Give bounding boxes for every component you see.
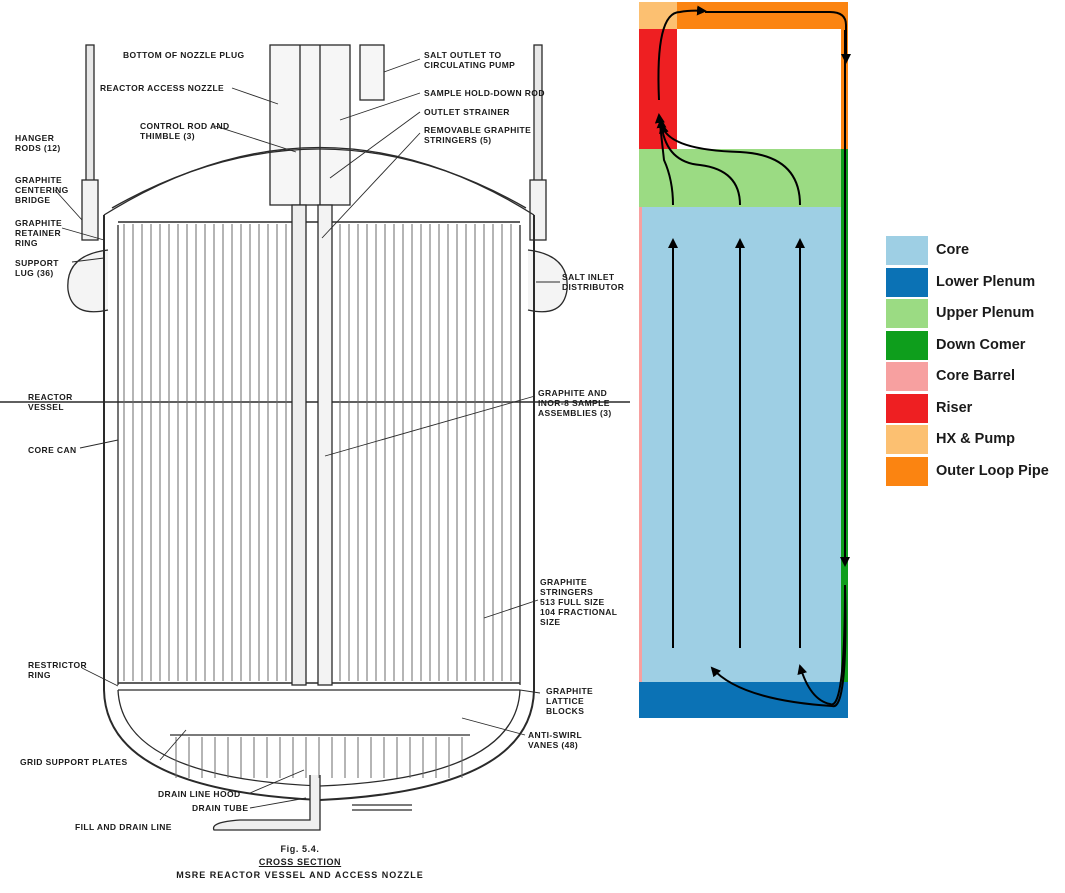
model-schematic bbox=[630, 0, 870, 730]
legend-item: Core Barrel bbox=[886, 362, 1064, 394]
legend-label: Riser bbox=[936, 399, 973, 416]
legend-label: Core bbox=[936, 242, 970, 258]
legend-item: Lower Plenum bbox=[886, 267, 1064, 300]
legend-swatch bbox=[886, 362, 928, 391]
lower-plenum-flow-arrow-2 bbox=[797, 584, 846, 706]
label-bottom-of-nozzle-plug: BOTTOM OF NOZZLE PLUG bbox=[123, 50, 245, 60]
label-anti-swirl-vanes: ANTI-SWIRL VANES (48) bbox=[528, 730, 583, 750]
lower-plenum-flow-arrow-1 bbox=[710, 584, 847, 708]
region-core-barrel bbox=[639, 207, 642, 682]
label-drain-tube: DRAIN TUBE bbox=[192, 803, 249, 813]
legend-swatch bbox=[886, 456, 928, 486]
label-fill-and-drain-line: FILL AND DRAIN LINE bbox=[75, 822, 172, 832]
flow-arrows bbox=[654, 5, 851, 708]
legend-swatch bbox=[886, 330, 928, 360]
flow-region-map bbox=[639, 2, 851, 718]
label-restrictor-ring: RESTRICTOR RING bbox=[28, 660, 88, 680]
legend-label: Lower Plenum bbox=[936, 273, 1036, 290]
legend-label: Upper Plenum bbox=[936, 305, 1035, 321]
label-grid-support-plates: GRID SUPPORT PLATES bbox=[20, 757, 128, 767]
reactor-cross-section-drawing: BOTTOM OF NOZZLE PLUG SALT OUTLET TO CIR… bbox=[0, 44, 630, 880]
label-support-lug: SUPPORT LUG (36) bbox=[15, 258, 59, 278]
legend-label: Down Comer bbox=[936, 336, 1026, 353]
legend-item: Core bbox=[886, 236, 1064, 268]
legend-item: HX & Pump bbox=[886, 425, 1064, 457]
label-graphite-stringers: GRAPHITE STRINGERS 513 FULL SIZE 104 FRA… bbox=[540, 577, 618, 627]
graphite-stringers bbox=[123, 224, 512, 681]
label-removable-stringers: REMOVABLE GRAPHITE STRINGERS (5) bbox=[424, 125, 532, 145]
label-salt-outlet: SALT OUTLET TO CIRCULATING PUMP bbox=[424, 50, 516, 70]
label-hanger-rods: HANGER RODS (12) bbox=[15, 133, 61, 153]
caption-cross-section: CROSS SECTION bbox=[258, 857, 342, 867]
label-lattice-blocks: GRAPHITE LATTICE BLOCKS bbox=[546, 686, 594, 716]
legend-label: HX & Pump bbox=[936, 431, 1015, 447]
caption-fig-number: Fig. 5.4. bbox=[280, 844, 320, 854]
legend-item: Upper Plenum bbox=[886, 299, 1064, 331]
label-centering-bridge: GRAPHITE CENTERING BRIDGE bbox=[15, 175, 69, 205]
label-sample-assemblies: GRAPHITE AND INOR-8 SAMPLE ASSEMBLIES (3… bbox=[538, 388, 612, 418]
legend-swatch bbox=[886, 236, 928, 265]
anti-swirl-vanes bbox=[175, 737, 463, 778]
legend-swatch bbox=[886, 425, 928, 454]
riser-flow-arrow bbox=[657, 5, 707, 101]
label-retainer-ring: GRAPHITE RETAINER RING bbox=[15, 218, 63, 248]
legend-swatch bbox=[886, 267, 928, 297]
legend-swatch bbox=[886, 393, 928, 423]
label-control-rod: CONTROL ROD AND THIMBLE (3) bbox=[140, 121, 230, 141]
label-core-can: CORE CAN bbox=[28, 445, 77, 455]
legend-item: Riser bbox=[886, 393, 1064, 426]
plenum-flow-arrow-2 bbox=[656, 118, 741, 206]
plenum-flow-arrow-1 bbox=[654, 113, 674, 206]
region-lower-plenum bbox=[639, 682, 848, 718]
label-salt-inlet: SALT INLET DISTRIBUTOR bbox=[562, 272, 625, 292]
reactor-vessel-sketch bbox=[0, 44, 630, 831]
label-reactor-access-nozzle: REACTOR ACCESS NOZZLE bbox=[100, 83, 225, 93]
legend-swatch bbox=[886, 299, 928, 328]
label-drain-line-hood: DRAIN LINE HOOD bbox=[158, 789, 241, 799]
label-reactor-vessel: REACTOR VESSEL bbox=[28, 392, 73, 412]
legend-label: Core Barrel bbox=[936, 368, 1015, 384]
region-upper-plenum bbox=[639, 149, 848, 207]
legend-item: Down Comer bbox=[886, 330, 1064, 363]
plenum-flow-arrow-3 bbox=[659, 123, 801, 206]
caption-title: MSRE REACTOR VESSEL AND ACCESS NOZZLE bbox=[176, 870, 424, 880]
label-sample-hold-down-rod: SAMPLE HOLD-DOWN ROD bbox=[424, 88, 545, 98]
outer-loop-flow-arrow bbox=[705, 11, 851, 64]
legend-item: Outer Loop Pipe bbox=[886, 456, 1064, 489]
label-outlet-strainer: OUTLET STRAINER bbox=[424, 107, 510, 117]
legend-label: Outer Loop Pipe bbox=[936, 462, 1049, 479]
